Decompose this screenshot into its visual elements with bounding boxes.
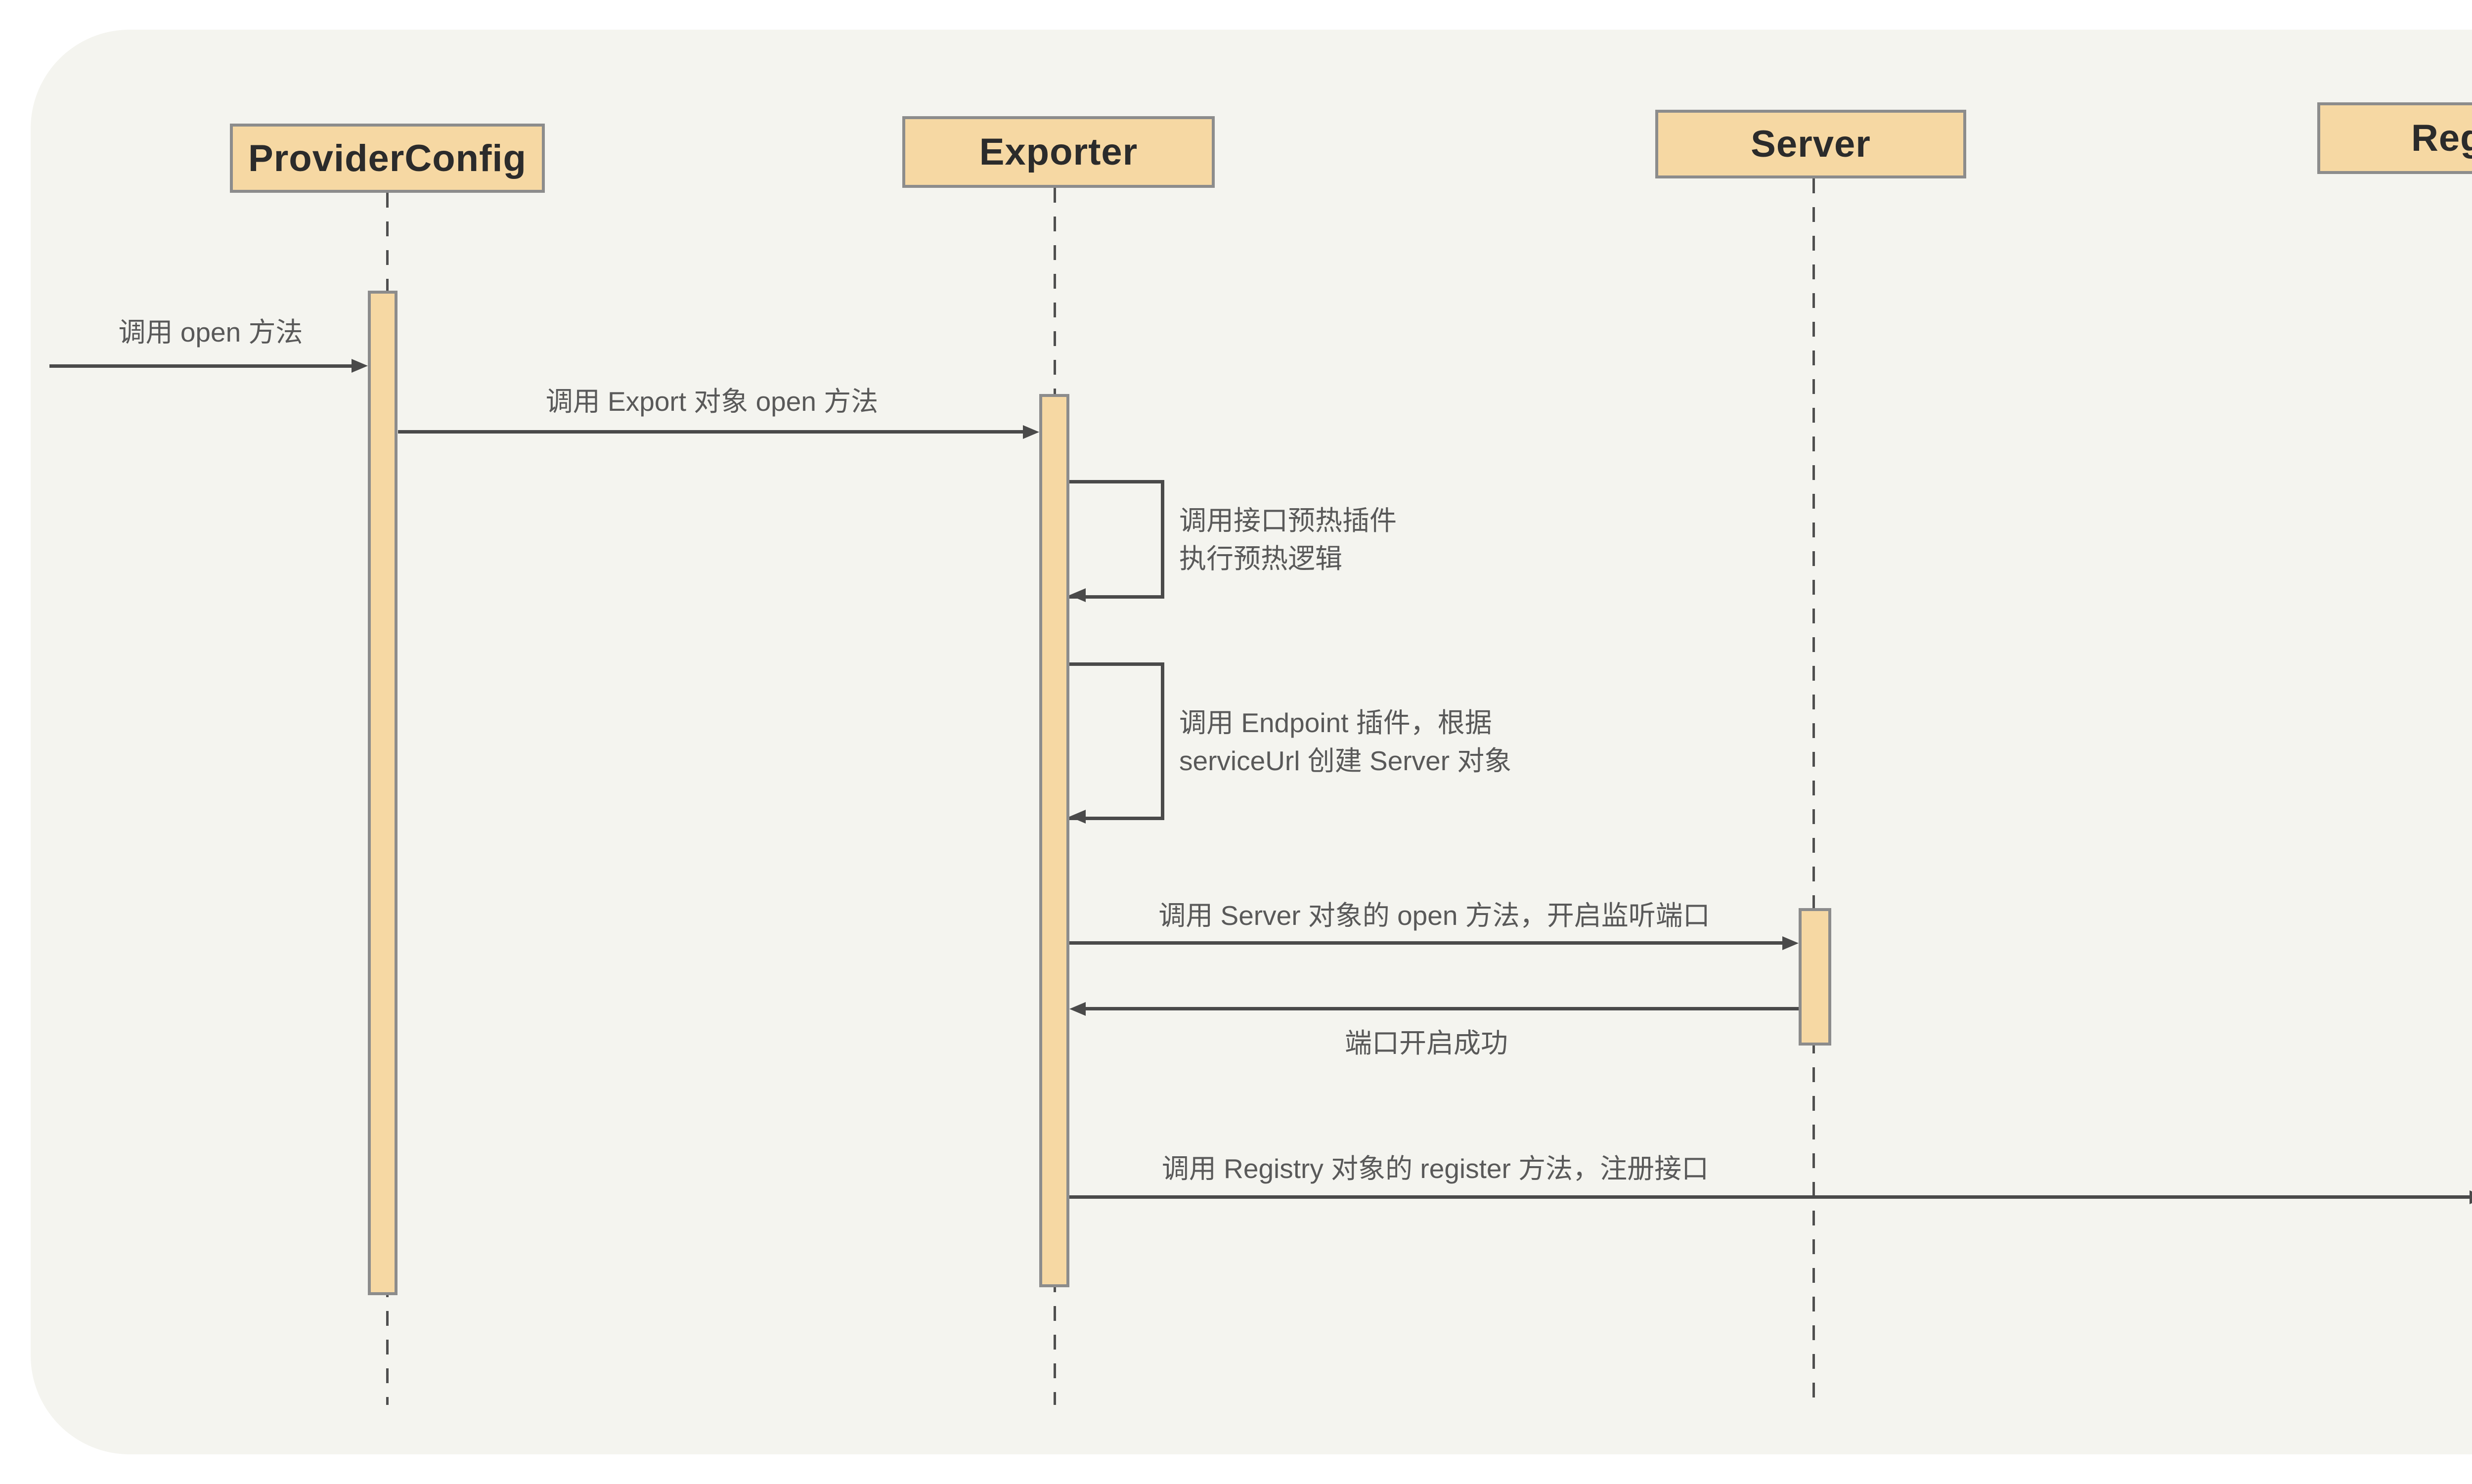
participant-registry: Registry: [2317, 102, 2472, 174]
arrowhead-left-icon: [1069, 1002, 1086, 1016]
message-label-warmup-line2: 执行预热逻辑: [1179, 543, 1343, 574]
message-label-warmup-line1: 调用接口预热插件: [1179, 505, 1397, 536]
message-line-register: [1069, 1195, 2471, 1199]
arrowhead-left-icon: [1069, 810, 1086, 824]
self-call-loop-endpoint: [1069, 662, 1164, 820]
participant-providerconfig: ProviderConfig: [230, 124, 545, 193]
activation-bar-providerconfig: [368, 291, 397, 1295]
message-line-open: [49, 364, 353, 368]
activation-bar-exporter: [1039, 394, 1069, 1287]
message-label-port-success: 端口开启成功: [1344, 1028, 1508, 1058]
self-call-loop-warmup: [1069, 480, 1164, 599]
lifeline-server: [1812, 178, 1815, 1405]
message-label-endpoint: 调用 Endpoint 插件，根据 serviceUrl 创建 Server 对…: [1179, 704, 1511, 780]
message-line-port-success: [1085, 1007, 1799, 1010]
message-line-export-open: [398, 430, 1024, 434]
message-label-endpoint-line2: serviceUrl 创建 Server 对象: [1179, 745, 1512, 776]
diagram-canvas: [31, 30, 2472, 1454]
arrowhead-right-icon: [2470, 1190, 2472, 1204]
message-line-server-open: [1069, 941, 1784, 945]
arrowhead-right-icon: [1782, 936, 1799, 950]
message-label-open: 调用 open 方法: [118, 317, 303, 348]
arrowhead-right-icon: [352, 359, 368, 373]
message-label-endpoint-line1: 调用 Endpoint 插件，根据: [1179, 707, 1492, 738]
participant-server: Server: [1655, 110, 1966, 178]
activation-bar-server: [1799, 908, 1831, 1046]
message-label-server-open: 调用 Server 对象的 open 方法，开启监听端口: [1158, 900, 1710, 931]
arrowhead-left-icon: [1069, 588, 1086, 602]
arrowhead-right-icon: [1023, 425, 1039, 439]
participant-exporter: Exporter: [902, 116, 1215, 188]
message-label-export-open: 调用 Export 对象 open 方法: [545, 386, 879, 417]
message-label-warmup: 调用接口预热插件 执行预热逻辑: [1179, 502, 1397, 578]
message-label-register: 调用 Registry 对象的 register 方法，注册接口: [1161, 1153, 1709, 1184]
